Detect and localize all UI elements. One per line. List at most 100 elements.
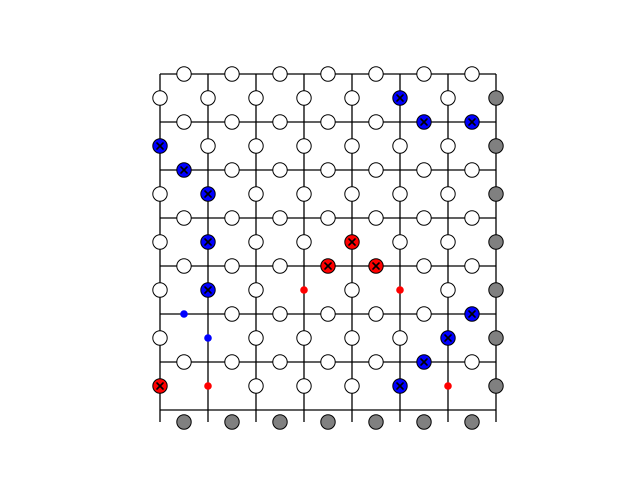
node-empty[interactable]	[152, 282, 168, 298]
node-blue-marked[interactable]	[464, 306, 480, 322]
node-empty[interactable]	[224, 162, 240, 178]
node-empty[interactable]	[272, 114, 288, 130]
node-empty[interactable]	[248, 378, 264, 394]
node-boundary[interactable]	[488, 186, 504, 202]
node-boundary[interactable]	[488, 378, 504, 394]
node-empty[interactable]	[296, 378, 312, 394]
node-empty[interactable]	[224, 210, 240, 226]
node-empty[interactable]	[200, 90, 216, 106]
node-empty[interactable]	[392, 234, 408, 250]
node-boundary[interactable]	[488, 330, 504, 346]
node-empty[interactable]	[464, 354, 480, 370]
node-empty[interactable]	[368, 306, 384, 322]
node-empty[interactable]	[440, 90, 456, 106]
node-empty[interactable]	[344, 378, 360, 394]
node-boundary[interactable]	[368, 414, 384, 430]
node-empty[interactable]	[320, 66, 336, 82]
node-empty[interactable]	[320, 354, 336, 370]
node-blue-marked[interactable]	[464, 114, 480, 130]
node-empty[interactable]	[440, 282, 456, 298]
node-blue-marked[interactable]	[152, 138, 168, 154]
node-empty[interactable]	[368, 114, 384, 130]
node-empty[interactable]	[416, 258, 432, 274]
node-boundary[interactable]	[464, 414, 480, 430]
node-boundary[interactable]	[272, 414, 288, 430]
node-empty[interactable]	[152, 330, 168, 346]
node-empty[interactable]	[176, 354, 192, 370]
node-boundary[interactable]	[320, 414, 336, 430]
node-boundary[interactable]	[224, 414, 240, 430]
node-empty[interactable]	[392, 186, 408, 202]
node-empty[interactable]	[176, 66, 192, 82]
node-empty[interactable]	[392, 138, 408, 154]
node-empty[interactable]	[416, 210, 432, 226]
node-boundary[interactable]	[488, 282, 504, 298]
node-blue-marked[interactable]	[392, 90, 408, 106]
node-blue-marked[interactable]	[200, 282, 216, 298]
node-boundary[interactable]	[488, 234, 504, 250]
node-empty[interactable]	[272, 306, 288, 322]
node-empty[interactable]	[296, 186, 312, 202]
node-empty[interactable]	[344, 186, 360, 202]
node-empty[interactable]	[344, 330, 360, 346]
node-boundary[interactable]	[416, 414, 432, 430]
node-blue-marked[interactable]	[416, 354, 432, 370]
node-empty[interactable]	[248, 282, 264, 298]
node-empty[interactable]	[368, 210, 384, 226]
node-blue-marked[interactable]	[416, 114, 432, 130]
node-empty[interactable]	[368, 66, 384, 82]
node-empty[interactable]	[320, 162, 336, 178]
node-empty[interactable]	[224, 258, 240, 274]
node-empty[interactable]	[416, 66, 432, 82]
node-empty[interactable]	[320, 306, 336, 322]
node-empty[interactable]	[248, 330, 264, 346]
node-empty[interactable]	[248, 186, 264, 202]
node-empty[interactable]	[224, 306, 240, 322]
node-empty[interactable]	[152, 234, 168, 250]
node-empty[interactable]	[176, 258, 192, 274]
node-empty[interactable]	[440, 138, 456, 154]
node-empty[interactable]	[464, 210, 480, 226]
node-blue-marked[interactable]	[392, 378, 408, 394]
node-empty[interactable]	[368, 354, 384, 370]
node-empty[interactable]	[416, 162, 432, 178]
node-empty[interactable]	[416, 306, 432, 322]
node-empty[interactable]	[152, 186, 168, 202]
node-empty[interactable]	[272, 258, 288, 274]
node-blue-marked[interactable]	[440, 330, 456, 346]
node-boundary[interactable]	[488, 138, 504, 154]
node-empty[interactable]	[296, 330, 312, 346]
node-red-marked[interactable]	[344, 234, 360, 250]
node-empty[interactable]	[320, 210, 336, 226]
node-empty[interactable]	[440, 234, 456, 250]
node-empty[interactable]	[248, 234, 264, 250]
node-empty[interactable]	[320, 114, 336, 130]
node-empty[interactable]	[344, 138, 360, 154]
node-empty[interactable]	[296, 234, 312, 250]
node-empty[interactable]	[344, 90, 360, 106]
node-empty[interactable]	[296, 138, 312, 154]
node-empty[interactable]	[200, 138, 216, 154]
node-empty[interactable]	[224, 66, 240, 82]
node-empty[interactable]	[464, 66, 480, 82]
node-empty[interactable]	[224, 354, 240, 370]
node-red-marked[interactable]	[320, 258, 336, 274]
node-empty[interactable]	[248, 138, 264, 154]
node-empty[interactable]	[344, 282, 360, 298]
node-empty[interactable]	[176, 210, 192, 226]
node-red-marked[interactable]	[368, 258, 384, 274]
node-empty[interactable]	[440, 186, 456, 202]
node-empty[interactable]	[224, 114, 240, 130]
node-boundary[interactable]	[176, 414, 192, 430]
node-empty[interactable]	[464, 258, 480, 274]
node-blue-marked[interactable]	[200, 234, 216, 250]
node-empty[interactable]	[272, 354, 288, 370]
node-boundary[interactable]	[488, 90, 504, 106]
node-blue-marked[interactable]	[200, 186, 216, 202]
node-empty[interactable]	[464, 162, 480, 178]
node-empty[interactable]	[392, 330, 408, 346]
node-empty[interactable]	[272, 162, 288, 178]
node-empty[interactable]	[272, 66, 288, 82]
node-empty[interactable]	[368, 162, 384, 178]
node-empty[interactable]	[152, 90, 168, 106]
